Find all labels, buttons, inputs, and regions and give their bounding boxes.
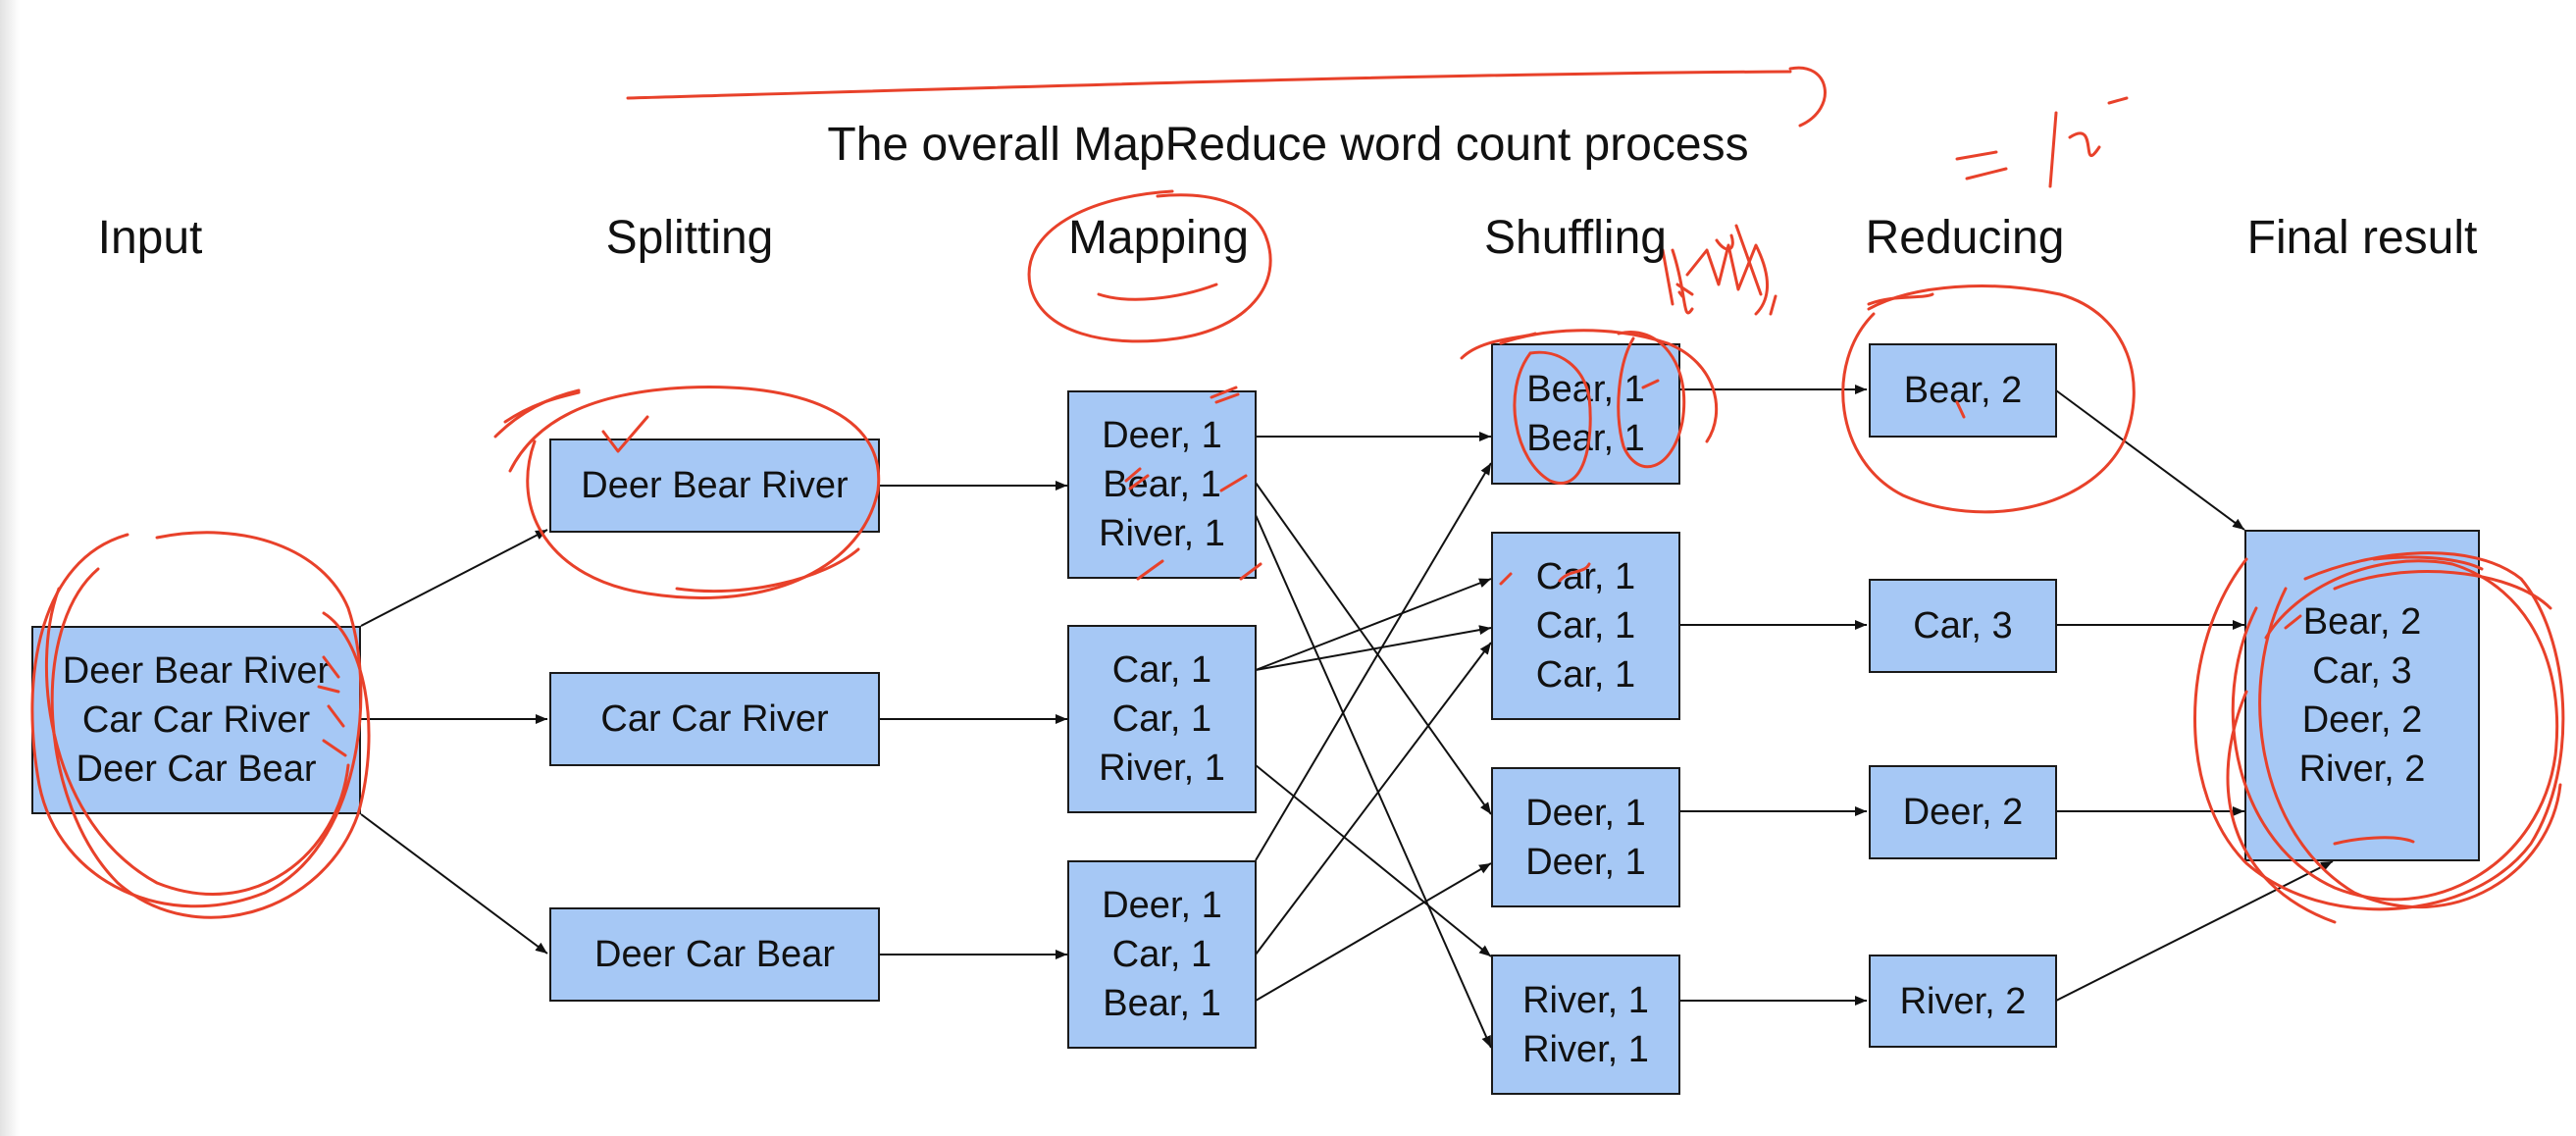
shuffle-line: Bear, 1 bbox=[1526, 369, 1645, 410]
window-edge-shadow bbox=[0, 0, 20, 1136]
reduce-line: Car, 3 bbox=[1913, 605, 2013, 646]
map-line: River, 1 bbox=[1099, 513, 1225, 554]
map-line: River, 1 bbox=[1099, 748, 1225, 789]
map-line: Car, 1 bbox=[1111, 649, 1212, 691]
shuffle-line: Car, 1 bbox=[1535, 654, 1636, 696]
final-line: Bear, 2 bbox=[2302, 601, 2422, 643]
reduce-box-car: Car, 3 bbox=[1869, 579, 2057, 673]
input-line: Deer Car Bear bbox=[76, 749, 317, 790]
reduce-line: Bear, 2 bbox=[1903, 370, 2023, 411]
reduce-box-river: River, 2 bbox=[1869, 955, 2057, 1048]
reduce-box-deer: Deer, 2 bbox=[1869, 765, 2057, 859]
stage-header-mapping: Mapping bbox=[1067, 212, 1250, 264]
split-line: Car Car River bbox=[600, 698, 829, 740]
shuffle-line: River, 1 bbox=[1522, 1028, 1649, 1070]
shuffle-box-deer: Deer, 1 Deer, 1 bbox=[1491, 767, 1680, 907]
stage-header-reducing: Reducing bbox=[1865, 212, 2065, 264]
shuffle-line: Car, 1 bbox=[1535, 556, 1636, 597]
split-box-2: Car Car River bbox=[549, 672, 880, 766]
stage-header-shuffling: Shuffling bbox=[1484, 212, 1667, 264]
map-box-1: Deer, 1 Bear, 1 River, 1 bbox=[1067, 390, 1257, 579]
reduce-line: River, 2 bbox=[1899, 980, 2027, 1022]
map-line: Car, 1 bbox=[1111, 934, 1212, 975]
input-box: Deer Bear River Car Car River Deer Car B… bbox=[31, 626, 361, 814]
stage-header-splitting: Splitting bbox=[605, 212, 774, 264]
final-line: Deer, 2 bbox=[2301, 699, 2423, 741]
shuffle-line: Car, 1 bbox=[1535, 605, 1636, 646]
split-line: Deer Bear River bbox=[581, 465, 849, 506]
shuffle-line: River, 1 bbox=[1522, 979, 1649, 1021]
final-line: River, 2 bbox=[2298, 749, 2426, 790]
input-line: Deer Bear River bbox=[62, 650, 331, 692]
split-line: Deer Car Bear bbox=[594, 934, 835, 975]
map-line: Car, 1 bbox=[1111, 698, 1212, 740]
map-box-2: Car, 1 Car, 1 River, 1 bbox=[1067, 625, 1257, 813]
shuffle-line: Deer, 1 bbox=[1525, 792, 1646, 834]
shuffle-box-river: River, 1 River, 1 bbox=[1491, 955, 1680, 1095]
split-box-1: Deer Bear River bbox=[549, 439, 880, 533]
stage-header-final-result: Final result bbox=[2246, 212, 2478, 264]
map-line: Bear, 1 bbox=[1103, 983, 1221, 1024]
stage-header-input: Input bbox=[97, 212, 203, 264]
shuffle-line: Deer, 1 bbox=[1525, 841, 1646, 883]
map-line: Deer, 1 bbox=[1102, 415, 1222, 456]
shuffle-box-car: Car, 1 Car, 1 Car, 1 bbox=[1491, 532, 1680, 720]
map-line: Bear, 1 bbox=[1103, 464, 1221, 505]
reduce-line: Deer, 2 bbox=[1902, 792, 2024, 833]
final-line: Car, 3 bbox=[2312, 650, 2412, 692]
map-line: Deer, 1 bbox=[1102, 885, 1222, 926]
reduce-box-bear: Bear, 2 bbox=[1869, 343, 2057, 438]
map-box-3: Deer, 1 Car, 1 Bear, 1 bbox=[1067, 860, 1257, 1049]
diagram-title: The overall MapReduce word count process bbox=[827, 119, 1749, 171]
split-box-3: Deer Car Bear bbox=[549, 907, 880, 1002]
final-result-box: Bear, 2 Car, 3 Deer, 2 River, 2 bbox=[2244, 530, 2480, 861]
input-line: Car Car River bbox=[81, 699, 311, 741]
